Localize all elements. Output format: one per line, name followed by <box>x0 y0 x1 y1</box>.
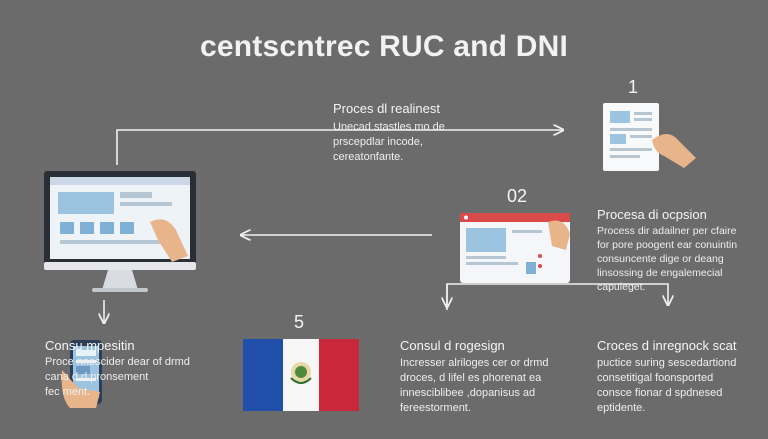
step-mpesitin-heading: Consu mpesitin <box>45 338 135 353</box>
step-number-5: 5 <box>294 312 305 332</box>
diagram-title: centscntrec RUC and DNI <box>199 30 568 63</box>
step-realinest-heading: Proces dl realinest <box>333 101 440 116</box>
step-rogesign-heading: Consul d rogesign <box>400 338 505 353</box>
browser-window-icon <box>460 213 570 283</box>
arrow-monitor-to-top <box>116 130 562 165</box>
step-inregnock-heading: Croces d inregnock scat <box>597 338 737 353</box>
step-ocpsion-heading: Procesa di ocpsion <box>597 207 707 222</box>
smartphone-icon <box>61 340 102 408</box>
step-ocpsion-body: Process dir adailner per cfaire for pore… <box>597 225 738 293</box>
flag-icon <box>243 339 359 411</box>
document-hand-icon <box>603 103 696 171</box>
step-number-1: 1 <box>628 77 639 97</box>
step-rogesign-body: Incresser alriloges cer or drmd droces, … <box>400 357 549 414</box>
step-mpesitin-body: Proce nnescider dear of drmd cana d d pr… <box>45 356 190 398</box>
step-realinest-body: Unecad stastles mo de prscepdlar incode,… <box>333 121 445 163</box>
step-inregnock-body: puctice suring sescedartiond consetitiga… <box>597 357 737 414</box>
monitor-icon <box>44 171 196 292</box>
step-number-02: 02 <box>507 186 528 206</box>
